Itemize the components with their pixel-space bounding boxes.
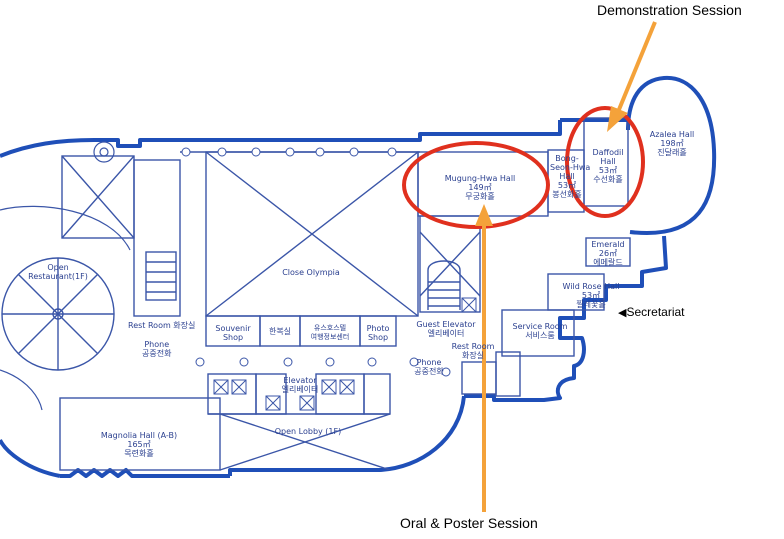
- label-service-room: Service Room 서비스룸: [512, 322, 568, 340]
- annotation-demonstration-session: Demonstration Session: [597, 2, 742, 18]
- label-bong-seon-hwa-hall: Bong- Seon-Hwa Hall 53㎡ 봉선화홀: [550, 154, 591, 199]
- spiral-stair: [93, 141, 115, 163]
- highlight-ellipse-mugung-hwa: [402, 141, 550, 229]
- columns: [181, 147, 451, 377]
- label-daffodil-hall: Daffodil Hall 53㎡ 수선화홀: [592, 148, 624, 184]
- label-open-restaurant: Open Restaurant(1F): [28, 263, 88, 281]
- label-photo-shop: Photo Shop: [366, 324, 390, 342]
- label-elevator: Elevator 엘리베이터: [281, 376, 319, 394]
- label-souvenir-shop: Souvenir Shop: [215, 324, 251, 342]
- label-mugung-hwa-hall: Mugung-Hwa Hall 149㎡ 무궁화홀: [444, 174, 516, 201]
- label-hanbok-room: 한복실: [268, 327, 292, 336]
- label-rest-room-center: Rest Room 화장실: [451, 342, 495, 360]
- label-rest-room-left: Rest Room 화장실: [128, 321, 196, 330]
- highlight-ellipse-daffodil: [565, 106, 645, 218]
- label-emerald: Emerald 26㎡ 에메랄드: [591, 240, 625, 267]
- interior-walls: [59, 117, 631, 471]
- outer-walls: [0, 75, 717, 478]
- label-phone-center: Phone 공중전화: [414, 358, 444, 376]
- annotation-oral-poster-session: Oral & Poster Session: [400, 515, 538, 531]
- label-guest-elevator: Guest Elevator 엘리베이터: [416, 320, 476, 338]
- label-magnolia-hall: Magnolia Hall (A-B) 165㎡ 목련화홀: [100, 431, 178, 458]
- label-travel-center: 유스호스텔 여행정보센터: [310, 324, 350, 341]
- label-open-lobby: Open Lobby (1F): [274, 427, 342, 436]
- pointer-left-icon: ◀: [618, 306, 627, 319]
- label-azalea-hall: Azalea Hall 198㎡ 진달래홀: [649, 130, 695, 157]
- orange-arrows: [475, 21, 657, 512]
- elevator-shafts: [213, 297, 477, 411]
- label-phone-left: Phone 공중전화: [142, 340, 172, 358]
- open-restaurant-circle: [1, 257, 115, 371]
- label-wild-rose-hall: Wild Rose Hall 53㎡ 찔레꽃홀: [562, 282, 620, 309]
- label-close-olympia: Close Olympia: [282, 268, 340, 277]
- annotation-secretariat: ◀Secretariat: [618, 305, 685, 319]
